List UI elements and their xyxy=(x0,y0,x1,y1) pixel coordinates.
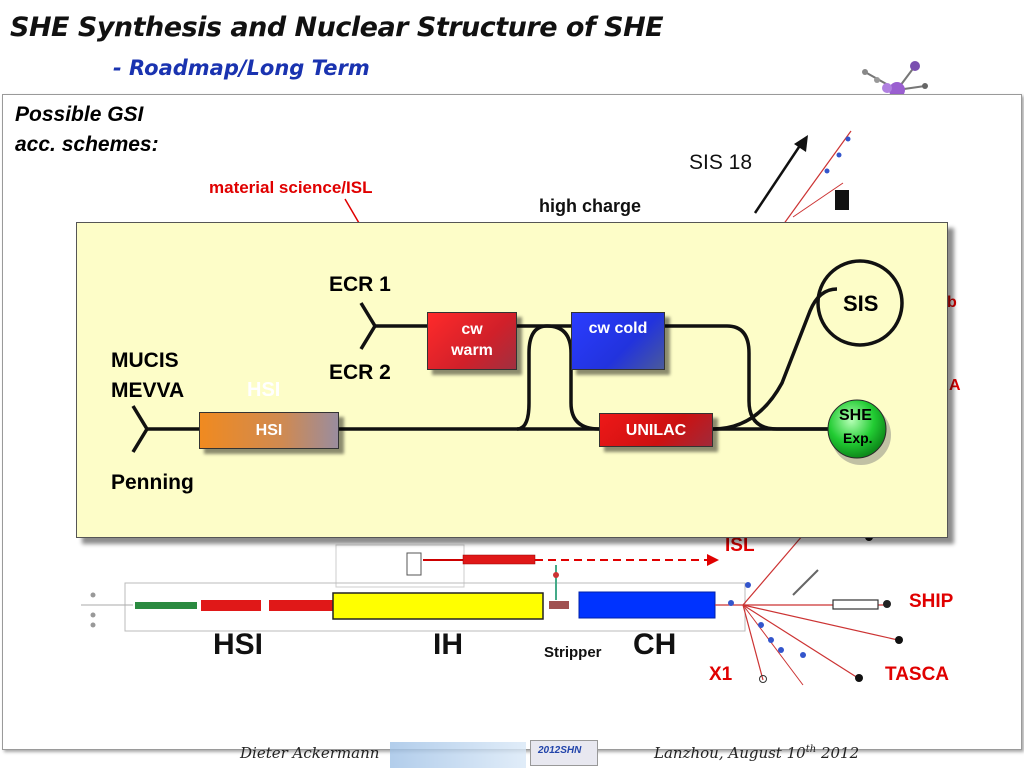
material-science-label: material science/ISL xyxy=(209,178,373,197)
stripper-label: Stripper xyxy=(544,644,602,661)
isl-label: ISL xyxy=(725,535,755,556)
accelerator-scheme-inset: ECR 1 ECR 2 MUCIS MEVVA Penning HSI HSI … xyxy=(76,222,948,538)
ship-label: SHIP xyxy=(909,591,954,612)
svg-text:A: A xyxy=(949,377,961,394)
linac-hsi-label: HSI xyxy=(213,628,264,661)
svg-text:b: b xyxy=(947,294,957,311)
mevva-label: MEVVA xyxy=(111,379,185,402)
x1-label: X1 xyxy=(709,664,733,685)
footer-date-sup: th xyxy=(805,744,817,755)
cw-warm-box: cw warm xyxy=(427,312,517,370)
she-label-line2: Exp. xyxy=(843,430,873,446)
cw-cold-box: cw cold xyxy=(571,312,665,370)
conference-logo-text: 2012SHN xyxy=(538,745,582,756)
page-subtitle: - Roadmap/Long Term xyxy=(113,56,370,80)
page-title: SHE Synthesis and Nuclear Structure of S… xyxy=(10,12,664,43)
ecr2-label: ECR 2 xyxy=(329,361,391,384)
footer-place-date: Lanzhou, August 10th 2012 xyxy=(654,744,859,762)
cw-warm-line2: warm xyxy=(451,342,493,359)
sis18-label: SIS 18 xyxy=(689,151,753,174)
footer-place: Lanzhou, August 10 xyxy=(654,744,806,762)
panel-heading-line1: Possible GSI xyxy=(15,103,144,126)
high-charge-label: high charge xyxy=(539,196,642,216)
she-label-line1: SHE xyxy=(839,407,872,424)
molecule-logo xyxy=(862,61,928,98)
cw-warm-line1: cw xyxy=(461,321,483,338)
unilac-box: UNILAC xyxy=(599,413,713,447)
ecr1-label: ECR 1 xyxy=(329,273,391,296)
footer-author: Dieter Ackermann xyxy=(240,744,380,762)
mucis-label: MUCIS xyxy=(111,349,179,372)
hsi-box: HSI xyxy=(199,412,339,449)
linac-ih-label: IH xyxy=(433,628,463,661)
conference-logo-badge: 2012SHN xyxy=(530,740,598,766)
footer-year: 2012 xyxy=(816,744,860,762)
scheme-beamlines xyxy=(131,259,904,465)
panel-heading-line2: acc. schemes: xyxy=(15,133,159,156)
conference-logo xyxy=(390,742,526,768)
sis-label: SIS xyxy=(843,291,879,316)
accelerator-layout-drawing: b A xyxy=(81,130,961,686)
linac-ch-label: CH xyxy=(633,628,677,661)
tasca-label: TASCA xyxy=(885,664,950,685)
hsi-ghost-label: HSI xyxy=(247,379,281,401)
penning-label: Penning xyxy=(111,471,194,494)
